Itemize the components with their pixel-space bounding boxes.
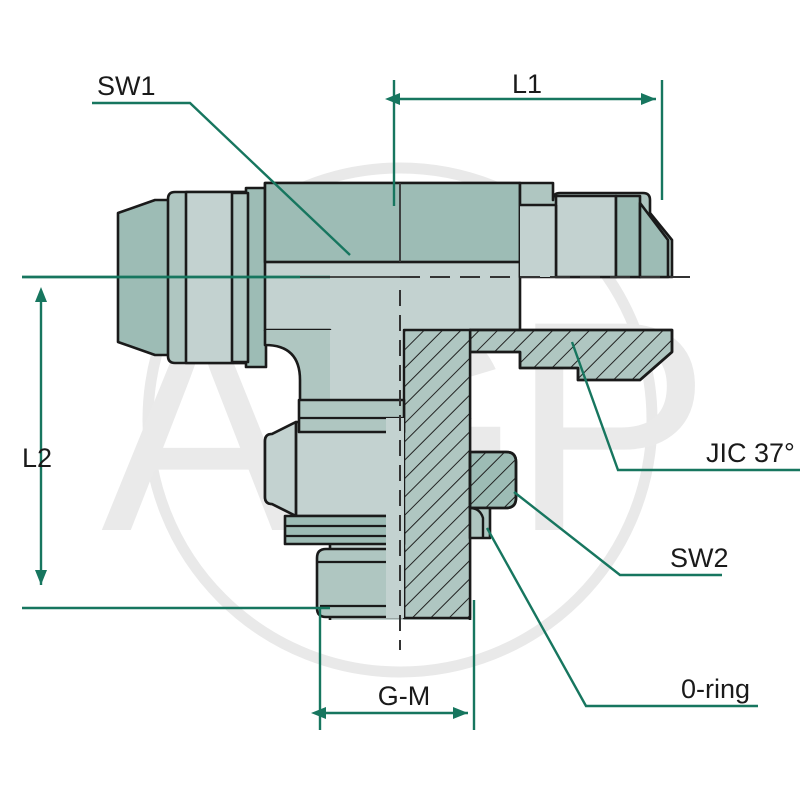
oring-groove-curve xyxy=(469,506,485,538)
right-port-upper-ring xyxy=(614,194,642,279)
dimension-label-gm: G-M xyxy=(378,681,430,711)
callout-sw2-leader xyxy=(513,491,722,577)
right-port-lower-body xyxy=(468,328,674,382)
callout-sw1: SW1 xyxy=(92,71,351,256)
callout-oring-leader xyxy=(485,527,758,708)
tee-left-shoulder-edge xyxy=(263,330,302,418)
callout-jic37-label: JIC 37° xyxy=(706,438,795,468)
tee-body-top-shade xyxy=(263,181,522,264)
oring-step xyxy=(468,506,492,540)
tee-left-shoulder xyxy=(265,330,330,418)
bottom-hex-nut-left-facet xyxy=(263,420,298,518)
right-port-nose-upper xyxy=(638,201,670,279)
oring-seat-lug-outline xyxy=(468,450,518,510)
callout-sw2-label: SW2 xyxy=(670,543,729,573)
oring-seat-lug xyxy=(468,450,518,510)
callout-sw2: SW2 xyxy=(513,491,729,577)
trunk-section-hatched xyxy=(404,330,470,618)
dimension-label-l1: L1 xyxy=(512,69,542,99)
callout-oring: 0-ring xyxy=(485,527,758,708)
callout-sw1-label: SW1 xyxy=(97,71,156,101)
dimension-gm xyxy=(311,600,476,730)
dimension-l1 xyxy=(385,80,664,206)
callout-sw1-leader xyxy=(92,101,351,256)
dimension-label-l2: L2 xyxy=(22,443,52,473)
callout-jic37-leader xyxy=(570,341,800,472)
callout-oring-label: 0-ring xyxy=(681,674,750,704)
callout-jic37: JIC 37° xyxy=(570,341,800,472)
bottom-center-column xyxy=(386,418,404,618)
right-port-upper-face xyxy=(554,194,618,279)
dimension-l2 xyxy=(22,275,330,610)
right-port-step xyxy=(520,205,556,277)
